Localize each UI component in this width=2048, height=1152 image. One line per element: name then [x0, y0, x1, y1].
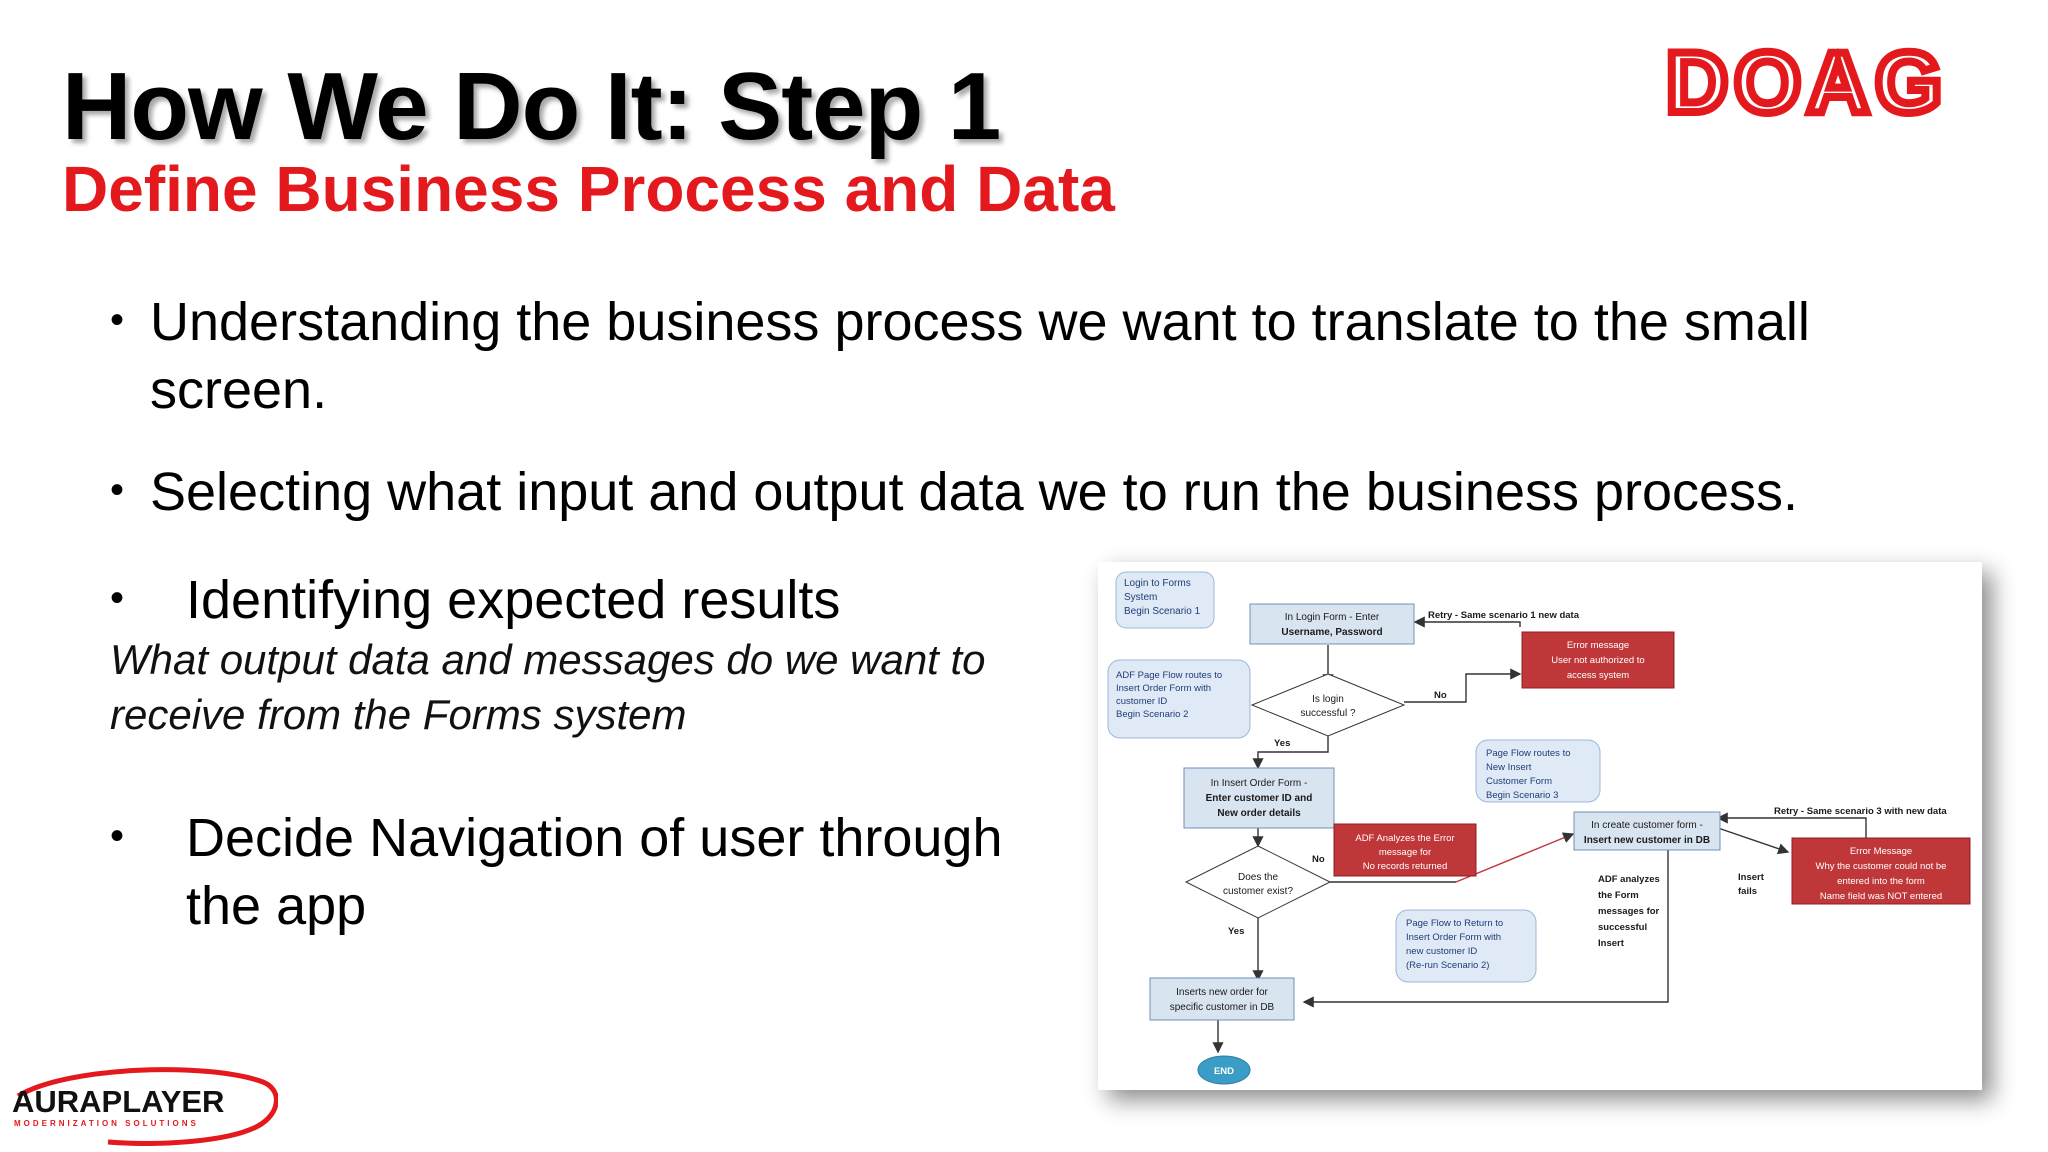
end-terminal: END	[1197, 1055, 1251, 1085]
bullet-dot-4: •	[110, 814, 125, 858]
auraplayer-name: AURAPLAYER	[12, 1084, 224, 1119]
bullet-3-line-1: Identifying expected results	[186, 570, 841, 630]
callout-adf-line-2: Insert Order Form with	[1116, 683, 1211, 694]
label-retry-3: Retry - Same scenario 3 with new data	[1774, 806, 1947, 817]
box-adf-line-1: ADF Analyzes the Error	[1355, 833, 1454, 844]
svg-text:In Insert Order Form -Enter c: In Insert Order Form - Enter customer ID …	[1206, 778, 1313, 819]
bullet-dot-3: •	[110, 576, 125, 620]
callout-adf-line-1: ADF Page Flow routes to	[1116, 670, 1222, 681]
bullet-3-note: What output data and messages do we want…	[110, 632, 1090, 742]
box-adf-analyzes: ADF Analyzes the Error message for No reco…	[1333, 823, 1477, 877]
box-create-line-1: In create customer form -	[1591, 820, 1703, 831]
box-inserts-order: Inserts new order for specific customer i…	[1149, 977, 1295, 1021]
bullet-4-line-2: the app	[186, 876, 367, 936]
bullet-2-line-1: Selecting what input and output data we …	[150, 462, 1799, 522]
doag-logo: DOAG	[1662, 38, 1948, 120]
svg-text:In create customer form -Inser: In create customer form - Insert new cust…	[1584, 820, 1710, 846]
box-insert-line-1: In Insert Order Form -	[1211, 778, 1308, 789]
bullet-1-line-1: Understanding the business process we wa…	[150, 292, 1810, 352]
decision-login-line-1: Is login	[1312, 694, 1344, 705]
label-retry-1: Retry - Same scenario 1 new data	[1428, 610, 1580, 621]
box-error-auth-line-1: Error message	[1567, 640, 1629, 651]
decision-login: Is login successful ?	[1250, 673, 1406, 737]
box-adf-line-2: message for	[1379, 847, 1431, 858]
box-insert-line-2: Enter customer ID and	[1206, 793, 1313, 804]
callout-return-line-4: (Re-run Scenario 2)	[1406, 960, 1489, 971]
box-inserts-line-1: Inserts new order for	[1176, 987, 1268, 998]
bullet-3-note-line-2: receive from the Forms system	[110, 691, 687, 738]
box-error-name-line-3: entered into the form	[1837, 876, 1925, 887]
callout-adf-line-4: Begin Scenario 2	[1116, 709, 1188, 720]
decision-customer-line-1: Does the	[1238, 872, 1278, 883]
box-adf-line-3: No records returned	[1363, 861, 1447, 872]
end-label: END	[1214, 1066, 1234, 1077]
slide-title: How We Do It: Step 1	[62, 53, 1001, 160]
label-yes-1: Yes	[1274, 738, 1290, 749]
box-error-auth-line-2: User not authorized to	[1551, 655, 1644, 666]
edge-labels: Retry - Same scenario 1 new data No Yes …	[1228, 610, 1947, 949]
callout-adf-routes: ADF Page Flow routes to Insert Order Form…	[1107, 659, 1251, 739]
callout-new-line-2: New Insert	[1486, 762, 1532, 773]
callout-return-line-1: Page Flow to Return to	[1406, 918, 1503, 929]
callout-adf-line-3: customer ID	[1116, 696, 1167, 707]
bullet-dot-1: •	[110, 298, 125, 342]
auraplayer-tagline: MODERNIZATION SOLUTIONS	[14, 1119, 199, 1128]
box-error-name-line-1: Error Message	[1850, 846, 1912, 857]
box-error-name-line-2: Why the customer could not be	[1816, 861, 1947, 872]
box-error-name-line-4: Name field was NOT entered	[1820, 891, 1942, 902]
box-login-line-2: Username, Password	[1281, 627, 1382, 638]
callout-new-line-3: Customer Form	[1486, 776, 1552, 787]
bullet-4-line-1: Decide Navigation of user through	[186, 808, 1003, 868]
callout-new-line-4: Begin Scenario 3	[1486, 790, 1558, 801]
label-yes-2: Yes	[1228, 926, 1244, 937]
auraplayer-swoosh	[16, 1067, 278, 1146]
box-insert-order: In Insert Order Form - Enter customer ID …	[1183, 767, 1335, 829]
box-insert-line-3: New order details	[1217, 808, 1301, 819]
box-error-auth-line-3: access system	[1567, 670, 1629, 681]
callout-new-line-1: Page Flow routes to	[1486, 748, 1571, 759]
callout-return-line-3: new customer ID	[1406, 946, 1477, 957]
box-login-line-1: In Login Form - Enter	[1285, 612, 1380, 623]
callout-login-line-3: Begin Scenario 1	[1124, 606, 1201, 617]
callout-return-line-2: Insert Order Form with	[1406, 932, 1501, 943]
callout-login-line-2: System	[1124, 592, 1157, 603]
label-no-1: No	[1434, 690, 1447, 701]
label-no-2: No	[1312, 854, 1325, 865]
doag-logo-text: DOAG	[1666, 38, 1948, 120]
bullet-dot-2: •	[110, 468, 125, 512]
decision-login-line-2: successful ?	[1300, 708, 1355, 719]
box-inserts-line-2: specific customer in DB	[1170, 1002, 1275, 1013]
decision-customer: Does the customer exist?	[1184, 845, 1332, 919]
callout-page-flow-return: Page Flow to Return to Insert Order Form …	[1395, 909, 1537, 983]
box-create-line-2: Insert new customer in DB	[1584, 835, 1710, 846]
bullet-3-note-line-1: What output data and messages do we want…	[110, 636, 986, 683]
slide-subtitle: Define Business Process and Data	[62, 153, 1115, 225]
bullet-1-line-2: screen.	[150, 360, 328, 420]
auraplayer-logo: AURAPLAYER MODERNIZATION SOLUTIONS	[12, 1067, 278, 1146]
decision-customer-line-2: customer exist?	[1223, 886, 1293, 897]
box-create-customer: In create customer form - Insert new cust…	[1573, 811, 1721, 851]
callout-login-line-1: Login to Forms	[1124, 578, 1191, 589]
